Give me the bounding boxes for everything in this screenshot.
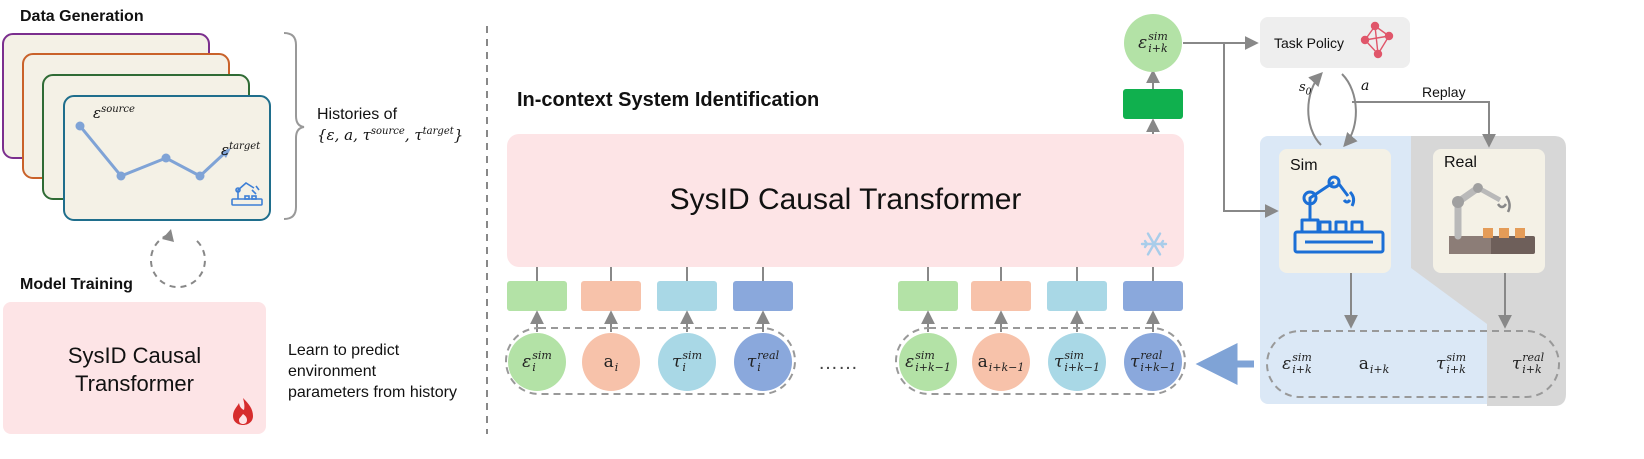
embedding-box [657,281,717,311]
real-robot-icon [1449,183,1535,254]
a-label: a [1361,78,1370,94]
robot-arm-icon [231,182,263,206]
token-circle [582,333,640,391]
card-target-label: εtarget [221,141,261,159]
replay-label: Replay [1422,84,1466,100]
trajectory-start-point [75,121,85,131]
token-group-right [1266,330,1560,398]
token-circle [1048,333,1106,391]
token-group-first [505,327,796,395]
sim-label: Sim [1290,157,1318,174]
snowflake-icon [1140,232,1168,256]
embedding-box [507,281,567,311]
output-epsilon-token [1124,14,1182,72]
model-training-title: Model Training [20,276,133,293]
card-source-label: εsource [93,104,135,122]
token-circle [972,333,1030,391]
embedding-box [1123,281,1183,311]
token-circle [1124,333,1182,391]
token-circle [899,333,957,391]
real-label: Real [1444,154,1477,171]
embedding-box [1047,281,1107,311]
token-circle [734,333,792,391]
embedding-box [898,281,958,311]
embedding-row [507,267,1183,332]
output-head-box [1123,89,1183,119]
model-training-box-label: SysID Causal Transformer [67,343,202,396]
neural-net-icon [1360,21,1394,59]
model-training-box [3,302,266,434]
fire-icon [233,398,253,425]
history-cards [2,33,271,221]
ellipsis: …… [818,352,858,374]
embedding-box [581,281,641,311]
section-title: In-context System Identification [517,89,820,111]
learn-text: Learn to predict environment parameters … [288,342,457,401]
histories-line1: Histories of [317,106,398,123]
s0-label: s0 [1299,80,1312,98]
token-circle [508,333,566,391]
training-cycle-arrow [150,229,206,289]
histories-brace [283,32,305,220]
embedding-box [971,281,1031,311]
transformer-label: SysID Causal Transformer [669,183,1022,216]
histories-line2: {ε, a, τsource, τtarget} [317,126,464,144]
sysid-transformer-box [507,134,1184,267]
task-policy-label: Task Policy [1274,35,1345,51]
token-group-last [895,327,1186,395]
data-generation-title: Data Generation [20,8,144,25]
embedding-box [733,281,793,311]
token-circle [658,333,716,391]
sim-robot-icon [1293,175,1385,254]
